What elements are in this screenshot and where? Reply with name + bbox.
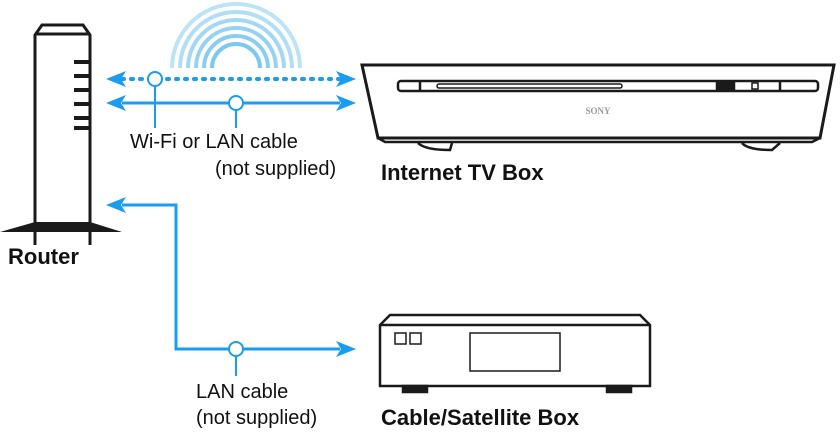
- router-label: Router: [8, 244, 79, 269]
- cable-satellite-box-label: Cable/Satellite Box: [381, 405, 580, 430]
- router-icon: [0, 23, 122, 245]
- top-connection-line2: (not supplied): [215, 158, 337, 180]
- bottom-connection-line2: (not supplied): [196, 407, 318, 429]
- top-connection-line1: Wi-Fi or LAN cable: [130, 131, 298, 153]
- wifi-or-lan-connection: [106, 71, 356, 128]
- sony-logo: SONY: [585, 106, 611, 116]
- wifi-signal-icon: [170, 2, 302, 69]
- internet-tv-box-icon: [360, 63, 836, 152]
- bottom-connection-line1: LAN cable: [196, 381, 289, 403]
- lan-connection: [106, 197, 356, 376]
- cable-satellite-box-icon: [378, 313, 652, 394]
- internet-tv-box-label: Internet TV Box: [381, 160, 544, 185]
